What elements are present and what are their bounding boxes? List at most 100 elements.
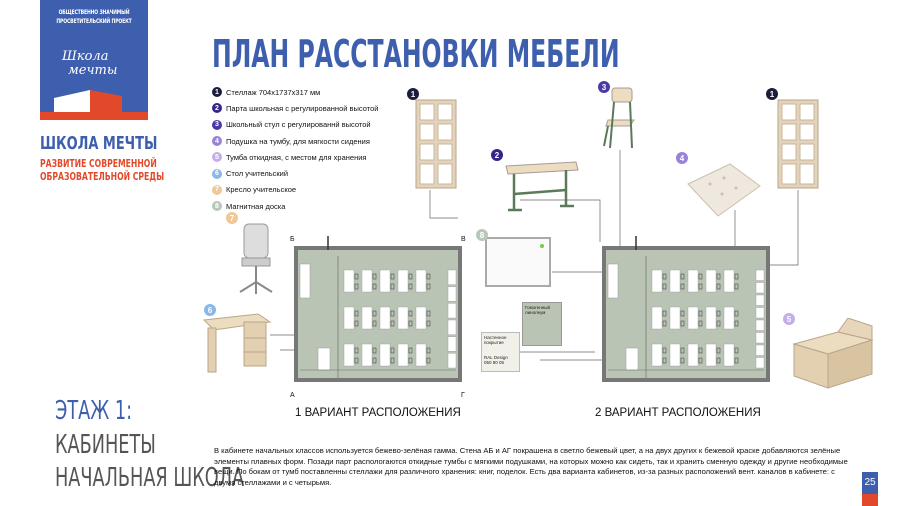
description-text: В кабинете начальных классов используетс… [214, 446, 848, 487]
storage-bench [755, 294, 765, 306]
cushion-illustration [687, 163, 761, 217]
ral-label: RAL Design [484, 355, 508, 360]
desk [705, 306, 717, 330]
legend-label: Тумба откидная, с местом для хранения [226, 152, 367, 162]
variant-1-caption: 1 ВАРИАНТ РАСПОЛОЖЕНИЯ [295, 407, 461, 419]
storage-bench [447, 286, 457, 302]
chair [390, 310, 395, 317]
corner-label-v: В [461, 236, 466, 243]
furniture-marker-icon: 1 [766, 88, 778, 100]
legend-label: Парта школьная с регулированной высотой [226, 103, 379, 113]
chair [698, 310, 703, 317]
corner-label-a: А [290, 392, 295, 399]
chair [426, 320, 431, 327]
legend-label: Стеллаж 704x1737x317 мм [226, 87, 321, 97]
desk [397, 306, 409, 330]
floor-swatch-label: Гомогенный линолеум [525, 305, 550, 315]
storage-bench-illustration [792, 318, 874, 389]
desk [669, 306, 681, 330]
chair [390, 347, 395, 354]
chair [698, 357, 703, 364]
logo-line: ОБЩЕСТВЕННО ЗНАЧИМЫЙ [58, 8, 130, 16]
magnetic-board-illustration [485, 237, 551, 287]
desk [397, 269, 409, 293]
chair [354, 347, 359, 354]
furniture-marker-icon: 4 [676, 152, 688, 164]
chair [662, 320, 667, 327]
chair [680, 310, 685, 317]
desk [343, 269, 355, 293]
desk [669, 343, 681, 367]
chair [680, 347, 685, 354]
corner-label-b: Б [290, 236, 295, 243]
chair [734, 347, 739, 354]
chair [734, 273, 739, 280]
chair [408, 320, 413, 327]
desk [343, 343, 355, 367]
furniture-marker-icon: 1 [407, 88, 419, 100]
logo-script: мечты [68, 63, 118, 78]
cabinet [299, 263, 311, 299]
number-badge-icon: 7 [212, 184, 222, 195]
storage-bench [755, 282, 765, 294]
desk [379, 343, 391, 367]
storage-bench [755, 269, 765, 281]
desk [415, 306, 427, 330]
chair [716, 273, 721, 280]
number-badge-icon: 4 [212, 136, 222, 147]
chair [408, 347, 413, 354]
furniture-marker-icon: 7 [226, 212, 238, 224]
storage-bench [755, 344, 765, 356]
school-desk-illustration [505, 161, 579, 212]
chair [734, 283, 739, 290]
furniture-marker-icon: 5 [783, 313, 795, 325]
legend-label: Магнитная доска [226, 201, 286, 211]
brand-name: ШКОЛА МЕЧТЫ [40, 133, 158, 154]
chair [354, 283, 359, 290]
page-number: 25 [862, 472, 878, 494]
teacher-desk-illustration [202, 313, 272, 373]
chair [372, 273, 377, 280]
storage-bench [755, 319, 765, 331]
chair [734, 357, 739, 364]
chair [716, 347, 721, 354]
desk [361, 269, 373, 293]
desk [415, 269, 427, 293]
furniture-marker-icon: 6 [204, 304, 216, 316]
chair [716, 283, 721, 290]
number-badge-icon: 6 [212, 168, 222, 179]
subtitle-line: РАЗВИТИЕ СОВРЕМЕННОЙ [40, 157, 157, 170]
storage-bench [447, 353, 457, 369]
desk [343, 306, 355, 330]
room-wall [294, 246, 462, 382]
furniture-marker-icon: 3 [598, 81, 610, 93]
desk [379, 269, 391, 293]
chair [698, 283, 703, 290]
chair [372, 283, 377, 290]
chair [354, 273, 359, 280]
desk [705, 269, 717, 293]
chair [372, 347, 377, 354]
desk [651, 343, 663, 367]
floor-heading: ЭТАЖ 1: [55, 396, 133, 426]
chair [390, 320, 395, 327]
floor-plan-variant-1 [294, 236, 462, 382]
desk [687, 269, 699, 293]
page-title: ПЛАН РАССТАНОВКИ МЕБЕЛИ [212, 32, 620, 76]
chair [662, 283, 667, 290]
desk [723, 269, 735, 293]
desk [687, 306, 699, 330]
chair [734, 310, 739, 317]
furniture-marker-icon: 8 [476, 229, 488, 241]
shelf-illustration-2 [777, 99, 819, 189]
chair [354, 310, 359, 317]
page-number-badge: 25 [862, 472, 878, 506]
chair [662, 310, 667, 317]
chair [680, 273, 685, 280]
storage-bench [447, 303, 457, 319]
